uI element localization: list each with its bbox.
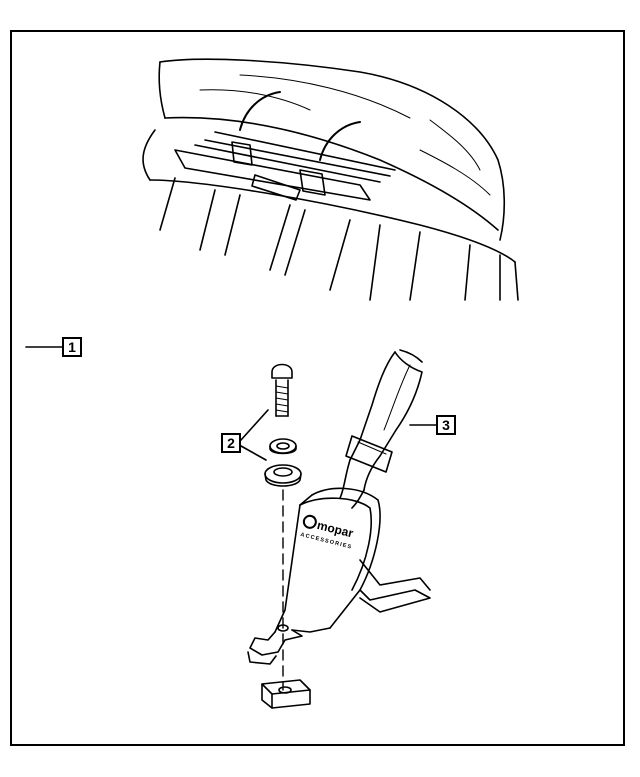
callout-2: 2 xyxy=(221,433,241,453)
washer-icon xyxy=(269,438,297,455)
nut-plate-icon xyxy=(261,679,311,709)
brand-logo: mopar ACCESSORIES xyxy=(300,514,355,551)
callout-1: 1 xyxy=(62,337,82,357)
roof-rack-assembly-illustration xyxy=(142,58,519,301)
grommet-icon xyxy=(264,464,302,487)
callout-3: 3 xyxy=(436,415,456,435)
bolt-icon xyxy=(271,363,293,417)
strap-bracket-icon xyxy=(247,349,431,665)
diagram-frame xyxy=(10,30,625,746)
callout-2-leader-a xyxy=(240,409,269,441)
callout-2-leader-b xyxy=(240,445,267,461)
